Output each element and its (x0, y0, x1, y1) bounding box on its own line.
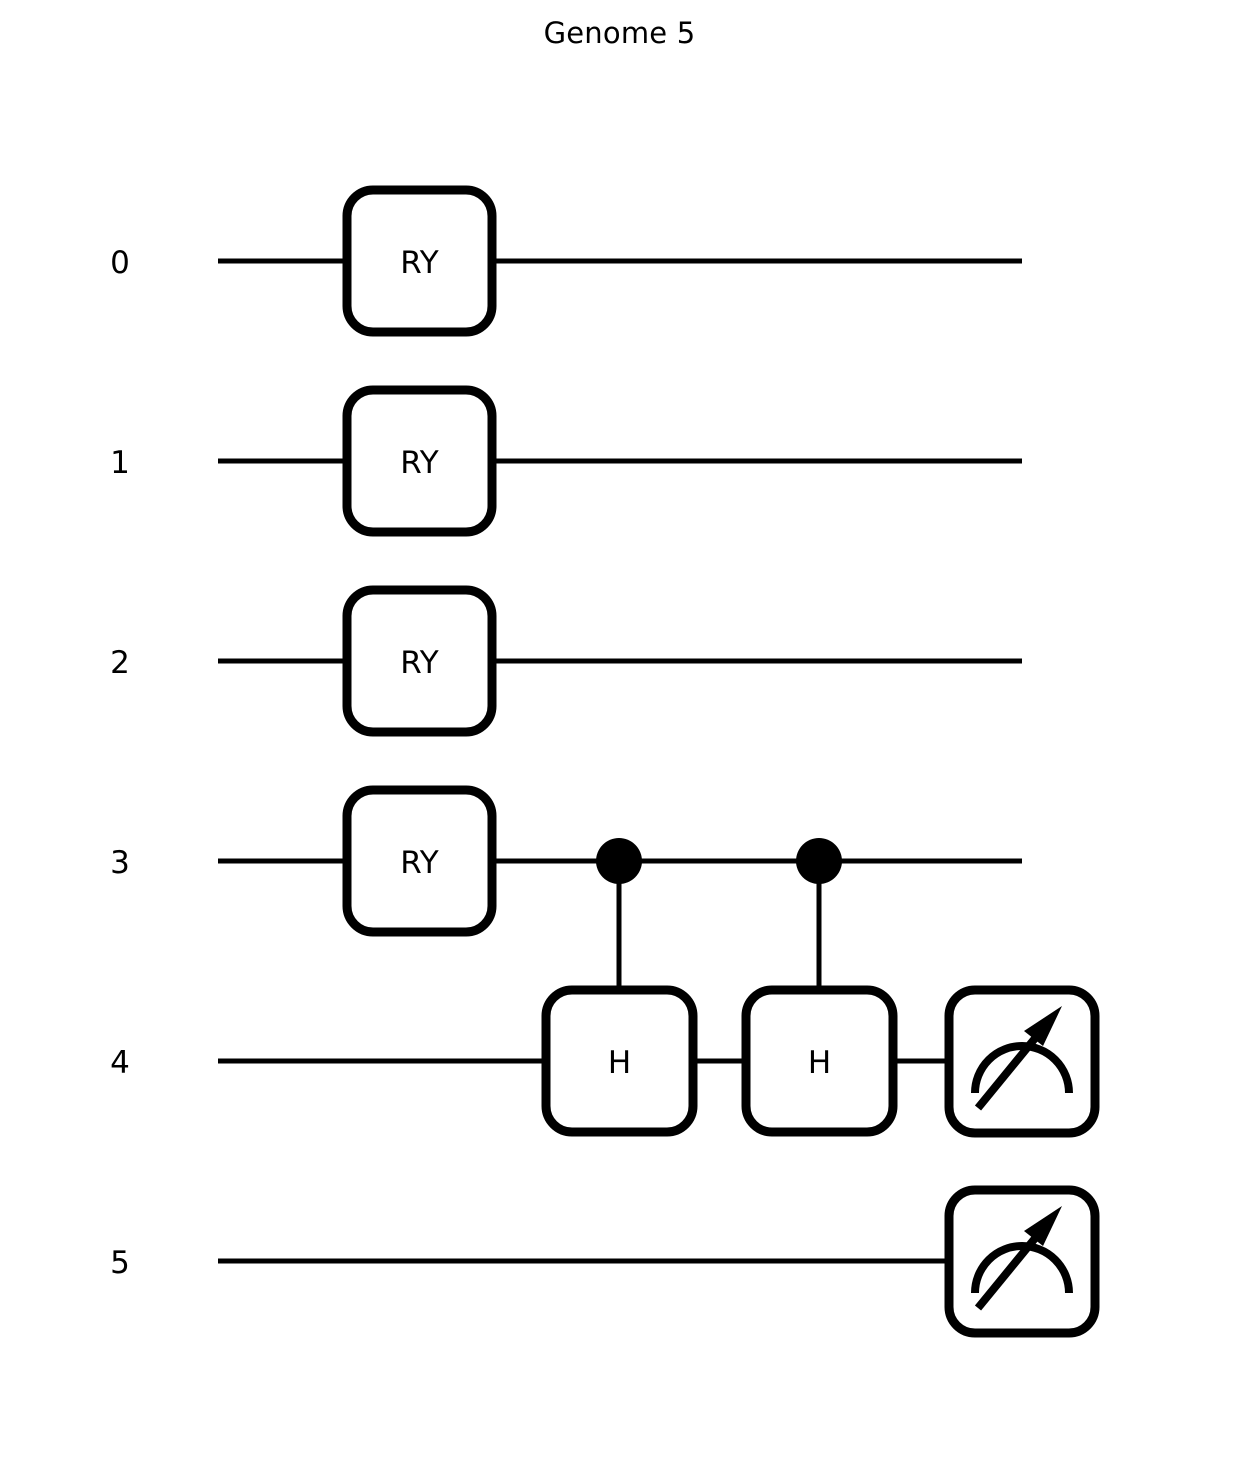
gate-controlled-h-1[interactable]: H (541, 838, 698, 1137)
gate-ry-q0[interactable]: RY (342, 185, 497, 337)
gate-ry-q1-box[interactable] (342, 385, 497, 537)
gate-ry-q0-label: RY (400, 245, 439, 281)
control-dot-1[interactable] (596, 838, 642, 884)
gate-h-2-label: H (808, 1045, 831, 1081)
gate-measure-q5[interactable] (944, 1185, 1100, 1338)
gate-ry-q1[interactable]: RY (342, 385, 497, 537)
measure-icon (971, 1206, 1073, 1311)
qubit-label-4: 4 (110, 1045, 130, 1081)
page-title: Genome 5 (543, 16, 696, 50)
qubit-label-2: 2 (110, 645, 130, 681)
gate-ry-q3-label: RY (400, 845, 439, 881)
gate-ry-q2-box[interactable] (342, 585, 497, 737)
gate-ry-q0-box[interactable] (342, 185, 497, 337)
gate-ry-q2[interactable]: RY (342, 585, 497, 737)
gate-h-1-label: H (608, 1045, 631, 1081)
control-dot-2[interactable] (796, 838, 842, 884)
measure-arrowhead-icon (1024, 1006, 1062, 1046)
qubit-label-0: 0 (110, 245, 130, 281)
measure-arrowhead-icon (1024, 1206, 1062, 1246)
gate-ry-q3[interactable]: RY (342, 785, 497, 937)
measure-icon (971, 1006, 1073, 1111)
gate-ry-q1-label: RY (400, 445, 439, 481)
gate-ry-q3-box[interactable] (342, 785, 497, 937)
gate-measure-q4[interactable] (944, 985, 1100, 1138)
qubit-label-3: 3 (110, 845, 130, 881)
gate-measure-q5-box[interactable] (944, 1185, 1100, 1338)
qubit-label-1: 1 (110, 445, 130, 481)
measure-arc-icon (971, 1242, 1073, 1294)
gate-h-2-box[interactable] (741, 985, 898, 1137)
gate-h-1-box[interactable] (541, 985, 698, 1137)
measure-arc-icon (971, 1042, 1073, 1094)
qubit-label-5: 5 (110, 1245, 130, 1281)
gate-ry-q2-label: RY (400, 645, 439, 681)
gate-measure-q4-box[interactable] (944, 985, 1100, 1138)
gate-controlled-h-2[interactable]: H (741, 838, 898, 1137)
